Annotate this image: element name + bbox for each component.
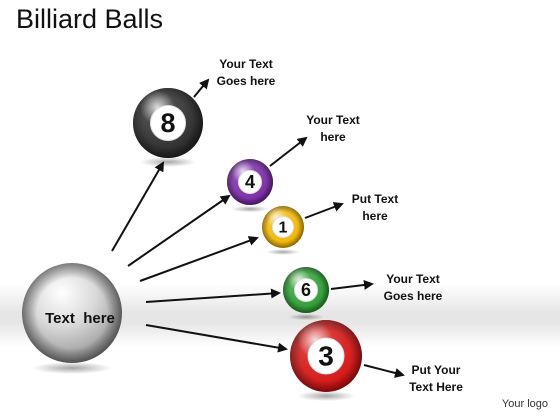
ball-group: 8 4 1 6 3 — [133, 88, 362, 402]
label-line: Your Text — [219, 57, 273, 71]
arrow-ball-to-label-4 — [269, 136, 308, 167]
arrow-ball-to-label-8 — [193, 78, 210, 98]
logo-text: Your logo — [501, 398, 548, 410]
arrow-ball-to-label-3 — [363, 364, 405, 378]
label-ball-4: Your Text here — [293, 112, 373, 146]
label-line: Your Text — [386, 272, 440, 286]
hub-label: Text here — [45, 310, 115, 327]
label-line: Text Here — [409, 380, 463, 394]
arrow-ball-to-label-6 — [330, 280, 374, 290]
arrow-hub-to-ball-8 — [111, 161, 165, 252]
ball-1: 1 — [262, 206, 304, 255]
ball-8: 8 — [133, 88, 203, 167]
slide-title: Billiard Balls — [16, 4, 164, 34]
hub-ball: Text here — [22, 263, 122, 374]
arrow-hub-to-ball-1 — [139, 236, 259, 282]
ball-number-3: 3 — [318, 340, 334, 371]
label-line: here — [320, 130, 346, 144]
ball-6: 6 — [283, 267, 329, 321]
arrow-hub-to-ball-3 — [145, 324, 288, 353]
arrow-ball-to-label-1 — [304, 202, 344, 219]
ball-number-1: 1 — [279, 219, 288, 236]
label-line: Put Your — [411, 363, 461, 377]
ball-3: 3 — [290, 320, 362, 402]
ball-number-4: 4 — [245, 172, 255, 192]
label-line: Put Text — [351, 192, 399, 206]
ball-4: 4 — [227, 159, 273, 213]
ball-number-8: 8 — [160, 108, 175, 138]
label-ball-1: Put Text here — [335, 191, 415, 225]
arrow-hub-to-ball-4 — [127, 194, 231, 267]
ball-number-6: 6 — [301, 280, 311, 300]
label-line: Your Text — [306, 113, 360, 127]
label-line: Goes here — [383, 289, 443, 303]
label-line: Goes here — [216, 74, 276, 88]
label-line: here — [362, 209, 388, 223]
connector-group — [111, 78, 405, 378]
arrow-hub-to-ball-6 — [145, 288, 281, 303]
